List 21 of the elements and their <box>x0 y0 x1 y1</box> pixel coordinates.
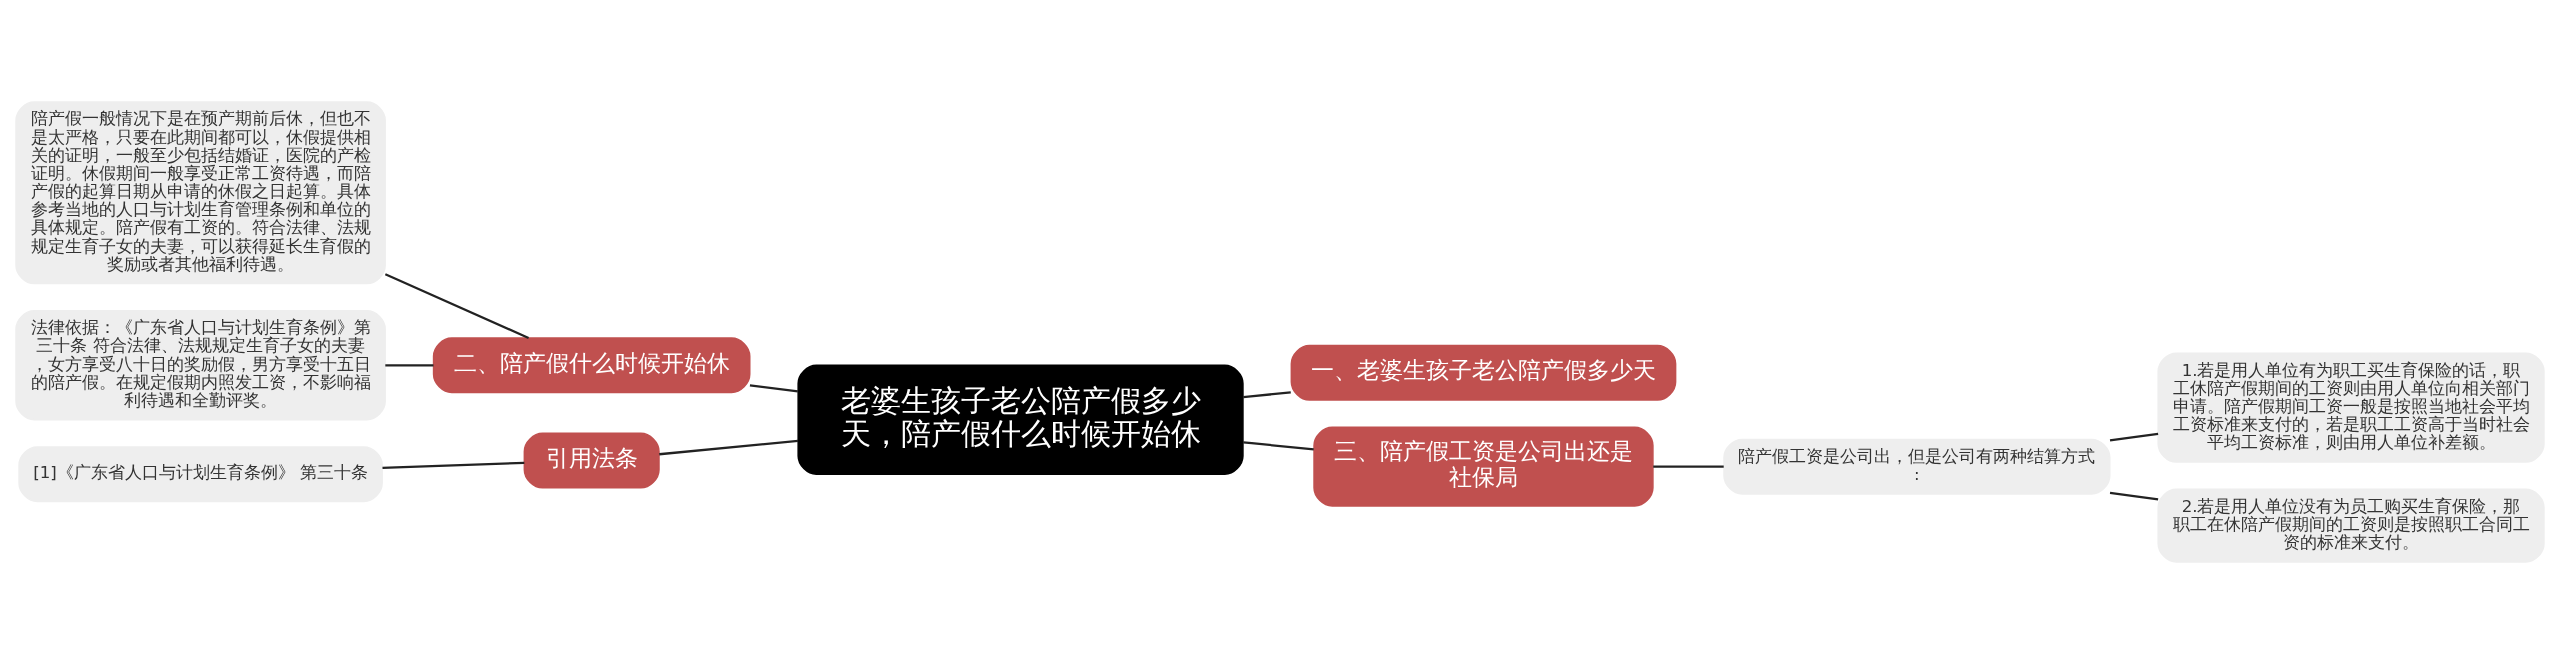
connector <box>2109 432 2159 442</box>
connector <box>659 439 799 455</box>
connector <box>1243 440 1314 451</box>
node-box: 引用法条 <box>523 432 660 489</box>
connector <box>1653 465 1724 468</box>
node-box: 三、陪产假工资是公司出还是社保局 <box>1313 426 1654 507</box>
node-box: [1]《广东省人口与计划生育条例》 第三十条 <box>18 445 383 502</box>
node-box: 陪产假一般情况下是在预产期前后休，但也不是太严格，只要在此期间都可以，休假提供相关的证明，一般至少包括结婚证，医院的产检证明。休假期间一般享受正常工资待遇，而陪产假的起算日期从申请的休假之日起算。具体参考当地的人口与计划生育管理条例和单位的具体规定。陪产假有工资的。符合法律、法规规定生育子女的夫妻，可以获得延长生育假的奖励或者其他福利待遇。 <box>15 100 386 284</box>
node-box: 一、老婆生孩子老公陪产假多少天 <box>1290 344 1677 401</box>
connector <box>385 363 434 366</box>
node-box: 老婆生孩子老公陪产假多少天，陪产假什么时候开始休 <box>797 364 1244 475</box>
connector <box>2109 491 2159 501</box>
node-box: 法律依据：《广东省人口与计划生育条例》第三十条 符合法律、法规规定生育子女的夫妻，女方享受八十日的奖励假，男方享受十五日的陪产假。在规定假期内照发工资，不影响福利待遇和全勤评奖。 <box>15 309 386 420</box>
connector <box>1243 390 1291 398</box>
node-box: 二、陪产假什么时候开始休 <box>432 336 751 393</box>
connector <box>382 461 525 469</box>
node-box: 陪产假工资是公司出，但是公司有两种结算方式: <box>1723 438 2111 495</box>
node-box: 1.若是用人单位有为职工买生育保险的话，职工休陪产假期间的工资则由用人单位向相关部门申请。陪产假期间工资一般是按照当地社会平均工资标准来支付的，若是职工工资高于当时社会平均工资标准，则由用人单位补差额。 <box>2157 351 2545 463</box>
connector <box>749 383 798 393</box>
connector <box>384 272 530 339</box>
node-box: 2.若是用人单位没有为员工购买生育保险，那职工在休陪产假期间的工资则是按照职工合同工资的标准来支付。 <box>2157 488 2545 563</box>
